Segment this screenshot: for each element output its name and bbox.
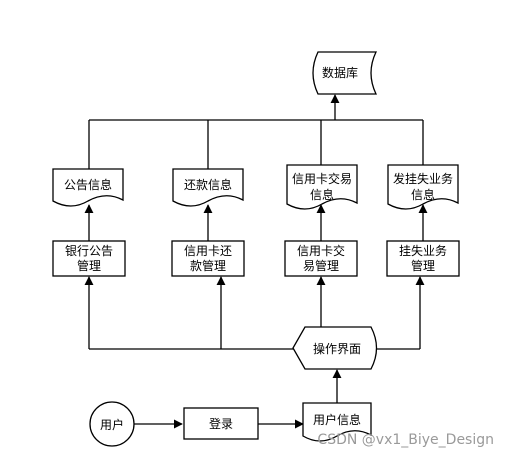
interface-label: 操作界面 xyxy=(313,341,361,356)
process-label-line: 银行公告 xyxy=(65,244,113,258)
login-node: 登录 xyxy=(183,407,259,440)
process-label-line: 信用卡交 xyxy=(297,243,345,258)
process-label-line: 易管理 xyxy=(303,258,339,273)
process-node-card-repayment: 信用卡还 款管理 xyxy=(171,240,245,277)
user-label: 用户 xyxy=(100,417,124,432)
document-node-loss-report: 发挂失业务 信息 xyxy=(387,164,459,210)
user-info-node: 用户信息 xyxy=(302,402,372,442)
interface-node: 操作界面 xyxy=(292,326,378,370)
document-label-line: 发挂失业务 xyxy=(393,171,453,186)
document-label-line: 信用卡交易 xyxy=(292,171,352,186)
watermark-text: CSDN @vx1_Biye_Design xyxy=(317,432,494,448)
document-label-line: 还款信息 xyxy=(184,177,232,192)
document-label-line: 信息 xyxy=(411,187,435,202)
document-label-line: 信息 xyxy=(310,187,334,202)
process-label-line: 信用卡还 xyxy=(184,244,232,258)
login-label: 登录 xyxy=(209,416,233,431)
user-info-label: 用户信息 xyxy=(313,412,361,427)
process-node-loss-report: 挂失业务 管理 xyxy=(386,240,460,277)
document-label-line: 公告信息 xyxy=(64,177,112,192)
process-label-line: 挂失业务 xyxy=(399,243,447,258)
process-label-line: 管理 xyxy=(411,258,435,273)
process-node-bank-announcement: 银行公告 管理 xyxy=(52,240,126,277)
process-label-line: 管理 xyxy=(77,258,101,273)
database-node: 数据库 xyxy=(312,51,378,95)
process-label-line: 款管理 xyxy=(190,258,226,273)
connectors xyxy=(84,94,428,429)
document-node-card-transaction: 信用卡交易 信息 xyxy=(286,164,358,210)
document-node-announcement: 公告信息 xyxy=(52,168,124,207)
document-node-repayment: 还款信息 xyxy=(172,168,244,207)
user-node: 用户 xyxy=(89,401,135,447)
process-node-card-transaction: 信用卡交 易管理 xyxy=(284,240,358,277)
database-label: 数据库 xyxy=(322,65,358,80)
